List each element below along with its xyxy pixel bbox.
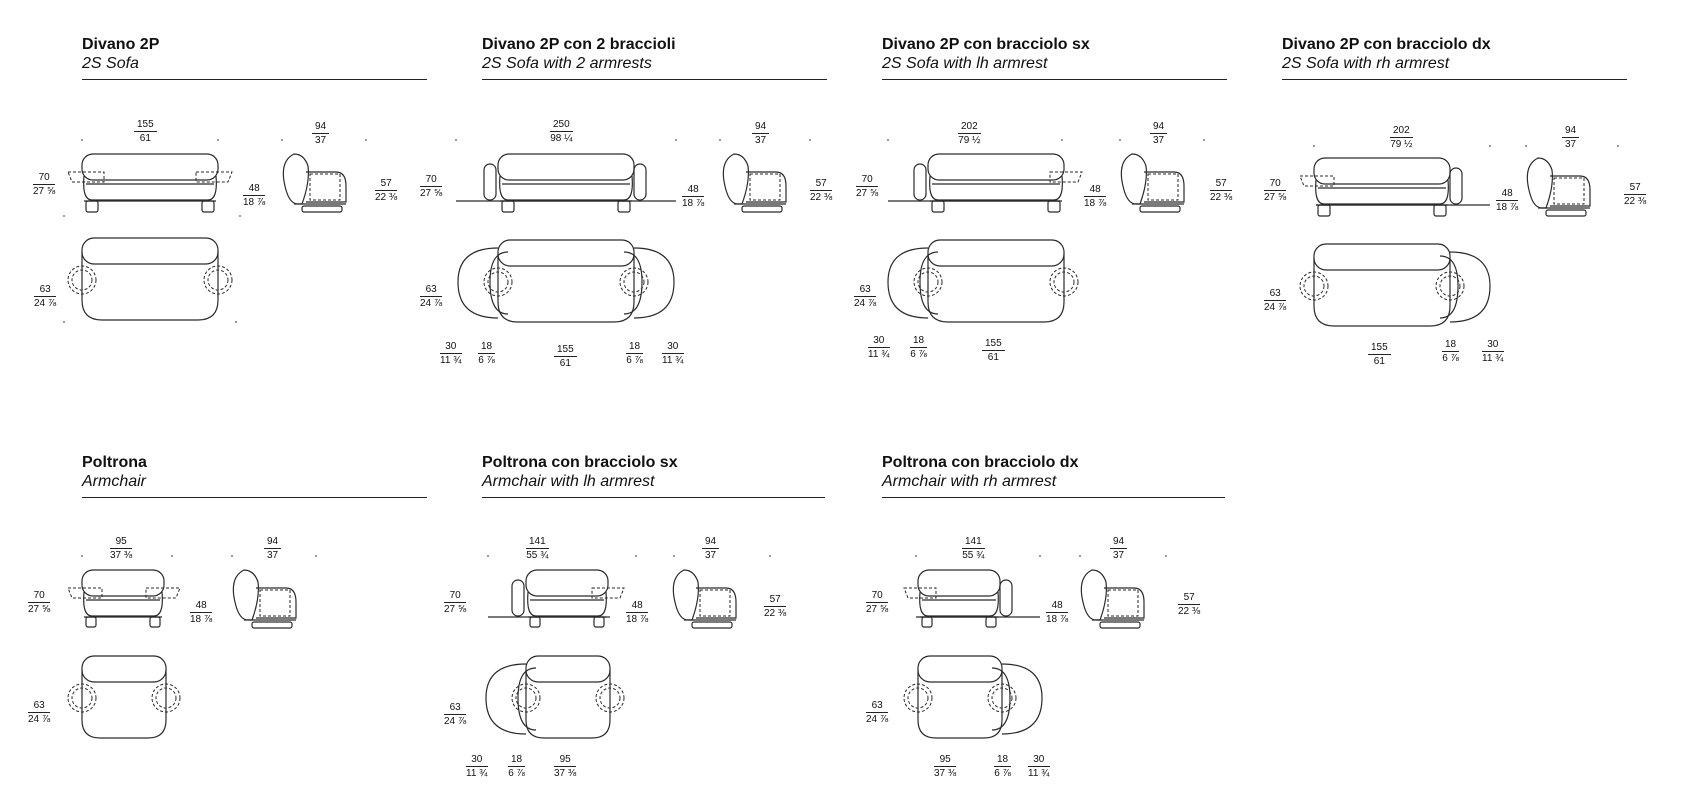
drawing-poltrona — [67, 569, 297, 739]
divider — [482, 79, 827, 80]
drawing-divano-2p-sx — [887, 153, 1185, 323]
drawing-poltrona-dx — [903, 569, 1145, 739]
panel-subtitle: 2S Sofa with lh armrest — [882, 55, 1048, 72]
panel-title: Divano 2P con 2 braccioli — [482, 36, 676, 53]
panel-subtitle: Armchair with lh armrest — [482, 473, 655, 490]
divider — [882, 497, 1225, 498]
panel-title: Divano 2P — [82, 36, 160, 53]
panel-title: Divano 2P con bracciolo dx — [1282, 36, 1491, 53]
divider — [1282, 79, 1627, 80]
panel-divano-2p-2-braccioli: Divano 2P con 2 braccioli 2S Sofa with 2… — [482, 36, 827, 80]
divider — [882, 79, 1227, 80]
divider — [82, 79, 427, 80]
panel-title: Poltrona con bracciolo sx — [482, 454, 678, 471]
panel-poltrona: Poltrona Armchair — [82, 454, 427, 498]
panel-divano-2p: Divano 2P 2S Sofa — [82, 36, 427, 80]
panel-title: Poltrona — [82, 454, 147, 471]
panel-divano-2p-dx: Divano 2P con bracciolo dx 2S Sofa with … — [1282, 36, 1627, 80]
panel-subtitle: 2S Sofa with rh armrest — [1282, 55, 1450, 72]
drawing-divano-2p — [67, 153, 347, 321]
drawing-divano-2p-dx — [1299, 157, 1591, 327]
panel-subtitle: 2S Sofa with 2 armrests — [482, 55, 652, 72]
panel-subtitle: Armchair with rh armrest — [882, 473, 1057, 490]
divider — [482, 497, 825, 498]
panel-poltrona-dx: Poltrona con bracciolo dx Armchair with … — [882, 454, 1225, 498]
panel-title: Poltrona con bracciolo dx — [882, 454, 1079, 471]
panel-poltrona-sx: Poltrona con bracciolo sx Armchair with … — [482, 454, 825, 498]
registration-dots — [63, 139, 1619, 557]
panel-title: Divano 2P con bracciolo sx — [882, 36, 1090, 53]
drawing-divano-2p-2-braccioli — [456, 153, 787, 323]
panel-divano-2p-sx: Divano 2P con bracciolo sx 2S Sofa with … — [882, 36, 1227, 80]
panel-subtitle: Armchair — [82, 473, 147, 490]
drawing-poltrona-sx — [485, 569, 737, 739]
divider — [82, 497, 427, 498]
panel-subtitle: 2S Sofa — [82, 55, 139, 72]
